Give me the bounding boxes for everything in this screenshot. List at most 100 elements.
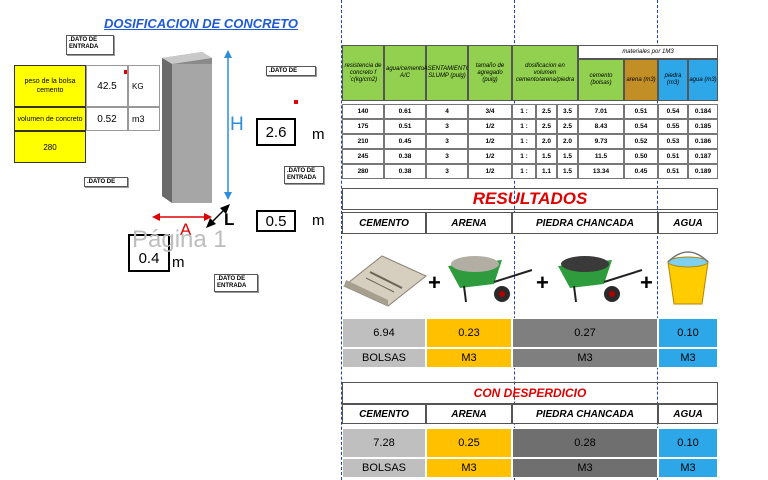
result-stone-value: 0.27 [512, 318, 658, 348]
input-marker [124, 70, 128, 74]
results-col-cement: CEMENTO [342, 212, 426, 234]
table-cell: 1.5 [557, 164, 578, 179]
waste-cement-value: 7.28 [342, 428, 426, 458]
table-cell: 0.51 [658, 164, 688, 179]
header-aggregate: tamaño de agregado (pulg) [468, 45, 512, 101]
header-dosage: dosificacion en volumen cemento/arena/pi… [512, 45, 578, 101]
table-cell: 1 : [512, 119, 536, 134]
header-resistance: resistencia de concreto f´c(kg/cm2) [342, 45, 384, 101]
table-cell: 3 [426, 119, 468, 134]
table-cell: 0.45 [624, 164, 658, 179]
table-cell: 0.186 [688, 134, 718, 149]
table-cell: 0.51 [658, 149, 688, 164]
table-cell: 3.5 [557, 104, 578, 119]
waste-water-unit: M3 [658, 458, 718, 478]
length-note: .DATO DE ENTRADA [284, 166, 324, 184]
page-break-left [341, 0, 342, 480]
result-sand-unit: M3 [426, 348, 512, 368]
table-cell: 0.52 [624, 134, 658, 149]
table-cell: 1/2 [468, 134, 512, 149]
waste-water-value: 0.10 [658, 428, 718, 458]
width-unit: m [172, 254, 185, 271]
header-stone: piedra (m3) [658, 59, 688, 101]
table-cell: 175 [342, 119, 384, 134]
resistance-value[interactable]: 280 [14, 131, 86, 163]
table-cell: 1 : [512, 164, 536, 179]
table-cell: 0.187 [688, 149, 718, 164]
table-cell: 1.1 [536, 164, 557, 179]
waste-stone-value: 0.28 [512, 428, 658, 458]
header-materials-group: materiales por 1M3 [578, 45, 718, 59]
header-slump: ASENTAMIENTO SLUMP (pulg) [424, 45, 470, 101]
height-marker [294, 100, 298, 104]
table-cell: 1 : [512, 134, 536, 149]
concrete-volume-value[interactable]: 0.52 [86, 107, 128, 131]
bag-weight-value[interactable]: 42.5 [86, 65, 128, 107]
waste-title: CON DESPERDICIO [342, 382, 718, 404]
page-break-right [657, 0, 658, 480]
waste-cement-unit: BOLSAS [342, 458, 426, 478]
height-unit: m [312, 126, 325, 143]
table-cell: 0.54 [624, 119, 658, 134]
plus-sign-3: + [640, 270, 653, 295]
table-cell: 1.5 [557, 149, 578, 164]
length-letter: L [224, 210, 235, 229]
height-letter: H [230, 114, 244, 135]
waste-col-water: AGUA [658, 404, 718, 424]
waste-sand-value: 0.25 [426, 428, 512, 458]
table-cell: 0.38 [384, 164, 426, 179]
width-input[interactable]: 0.4 [128, 234, 170, 272]
table-cell: 0.61 [384, 104, 426, 119]
table-cell: 0.38 [384, 149, 426, 164]
result-cement-unit: BOLSAS [342, 348, 426, 368]
table-cell: 0.45 [384, 134, 426, 149]
wheelbarrow-sand-icon [448, 256, 533, 303]
width-letter: A [180, 220, 192, 239]
table-cell: 3/4 [468, 104, 512, 119]
waste-sand-unit: M3 [426, 458, 512, 478]
table-cell: 0.51 [624, 104, 658, 119]
table-cell: 13.34 [578, 164, 624, 179]
length-input[interactable]: 0.5 [256, 210, 296, 232]
table-cell: 3 [426, 164, 468, 179]
width-note: .DATO DE ENTRADA [214, 274, 258, 292]
length-unit: m [312, 212, 325, 229]
table-cell: 0.55 [658, 119, 688, 134]
header-water: agua (m3) [688, 59, 718, 101]
table-cell: 3 [426, 149, 468, 164]
table-cell: 0.50 [624, 149, 658, 164]
header-sand: arena (m3) [624, 59, 658, 101]
input-note: .DATO DE ENTRADA [66, 35, 114, 55]
plus-sign-1: + [428, 270, 441, 295]
waste-col-sand: ARENA [426, 404, 512, 424]
table-cell: 9.73 [578, 134, 624, 149]
width-arrow [152, 213, 212, 221]
waste-col-stone: PIEDRA CHANCADA [512, 404, 658, 424]
page-break-middle [514, 0, 515, 480]
table-cell: 8.43 [578, 119, 624, 134]
table-cell: 2.5 [536, 119, 557, 134]
table-cell: 1/2 [468, 164, 512, 179]
table-cell: 1 : [512, 149, 536, 164]
table-cell: 3 [426, 134, 468, 149]
water-bucket-icon [667, 251, 709, 305]
results-col-water: AGUA [658, 212, 718, 234]
results-col-stone: PIEDRA CHANCADA [512, 212, 658, 234]
table-cell: 2.5 [557, 119, 578, 134]
table-cell: 0.189 [688, 164, 718, 179]
wheelbarrow-stone-icon [558, 256, 643, 303]
table-cell: 1.5 [536, 149, 557, 164]
table-cell: 280 [342, 164, 384, 179]
waste-col-cement: CEMENTO [342, 404, 426, 424]
table-cell: 0.53 [658, 134, 688, 149]
section-title: DOSIFICACION DE CONCRETO [104, 16, 299, 31]
result-water-value: 0.10 [658, 318, 718, 348]
height-input[interactable]: 2.6 [256, 118, 296, 146]
table-cell: 0.54 [658, 104, 688, 119]
plus-sign-2: + [536, 270, 549, 295]
results-title: RESULTADOS [342, 188, 718, 210]
bag-weight-label: peso de la bolsa cemento [14, 65, 86, 107]
table-cell: 11.5 [578, 149, 624, 164]
table-cell: 140 [342, 104, 384, 119]
result-cement-value: 6.94 [342, 318, 426, 348]
